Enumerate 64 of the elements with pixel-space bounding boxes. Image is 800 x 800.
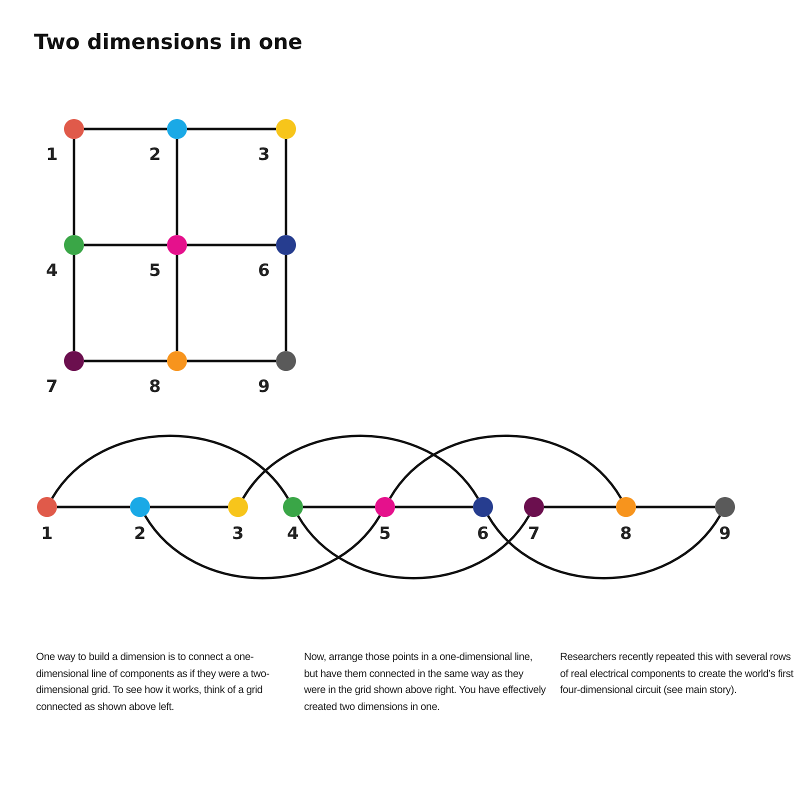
caption-paragraph: Now, arrange those points in a one-dimensional line, but have them connected in the same way as they were in the grid shown above right. You have effectively created two dimensions in one. — [304, 651, 546, 714]
connector-line — [57, 506, 130, 508]
colored-dot — [616, 497, 636, 517]
connector-line — [84, 128, 167, 130]
colored-dot — [228, 497, 248, 517]
colored-dot — [167, 235, 187, 255]
colored-dot — [375, 497, 395, 517]
arc-connector — [242, 434, 479, 500]
colored-dot — [276, 351, 296, 371]
node-number: 1 — [41, 524, 53, 544]
colored-dot — [37, 497, 57, 517]
arc-connector — [487, 514, 721, 580]
connector-line — [150, 506, 228, 508]
node-number: 5 — [149, 261, 161, 281]
connector-line — [72, 139, 76, 235]
connector-line — [84, 360, 167, 362]
arc-connector — [51, 434, 289, 500]
node-number: 5 — [379, 524, 391, 544]
caption-paragraph: One way to build a dimension is to connect a one-dimensional line of components as if they were a two-dimensional grid. To see how it works, think of a grid connected as shown above left. — [36, 651, 270, 714]
node-number: 8 — [149, 377, 161, 397]
node-number: 9 — [719, 524, 731, 544]
colored-dot — [715, 497, 735, 517]
connector-line — [284, 255, 288, 351]
connector-line — [636, 506, 715, 508]
node-number: 8 — [620, 524, 632, 544]
connector-line — [176, 255, 178, 351]
node-number: 3 — [258, 145, 270, 165]
arc-connector — [389, 434, 622, 500]
node-number: 6 — [258, 261, 270, 281]
arc-connector — [297, 514, 530, 580]
node-number: 4 — [46, 261, 58, 281]
connector-line — [176, 139, 178, 235]
node-number: 6 — [477, 524, 489, 544]
colored-dot — [283, 497, 303, 517]
colored-dot — [473, 497, 493, 517]
colored-dot — [130, 497, 150, 517]
colored-dot — [524, 497, 544, 517]
connector-line — [187, 244, 276, 246]
connector-line — [303, 506, 375, 508]
node-number: 1 — [46, 145, 58, 165]
colored-dot — [276, 119, 296, 139]
arc-connector — [144, 514, 381, 580]
colored-dot — [64, 119, 84, 139]
node-number: 7 — [46, 377, 58, 397]
node-number: 2 — [134, 524, 146, 544]
node-number: 3 — [232, 524, 244, 544]
connector-line — [187, 128, 276, 130]
connector-line — [72, 255, 76, 351]
connector-line — [395, 506, 473, 508]
connector-line — [84, 244, 167, 246]
colored-dot — [64, 235, 84, 255]
colored-dot — [167, 351, 187, 371]
node-number: 4 — [287, 524, 299, 544]
node-number: 9 — [258, 377, 270, 397]
node-number: 2 — [149, 145, 161, 165]
connector-line — [284, 139, 288, 235]
title: Two dimensions in one — [34, 30, 302, 54]
connector-line — [187, 360, 276, 362]
colored-dot — [64, 351, 84, 371]
connector-line — [544, 506, 616, 508]
colored-dot — [276, 235, 296, 255]
node-number: 7 — [528, 524, 540, 544]
caption-paragraph: Researchers recently repeated this with several rows of real electrical components to create the world’s first four-dimensional circuit (see main story). — [560, 651, 794, 698]
colored-dot — [167, 119, 187, 139]
